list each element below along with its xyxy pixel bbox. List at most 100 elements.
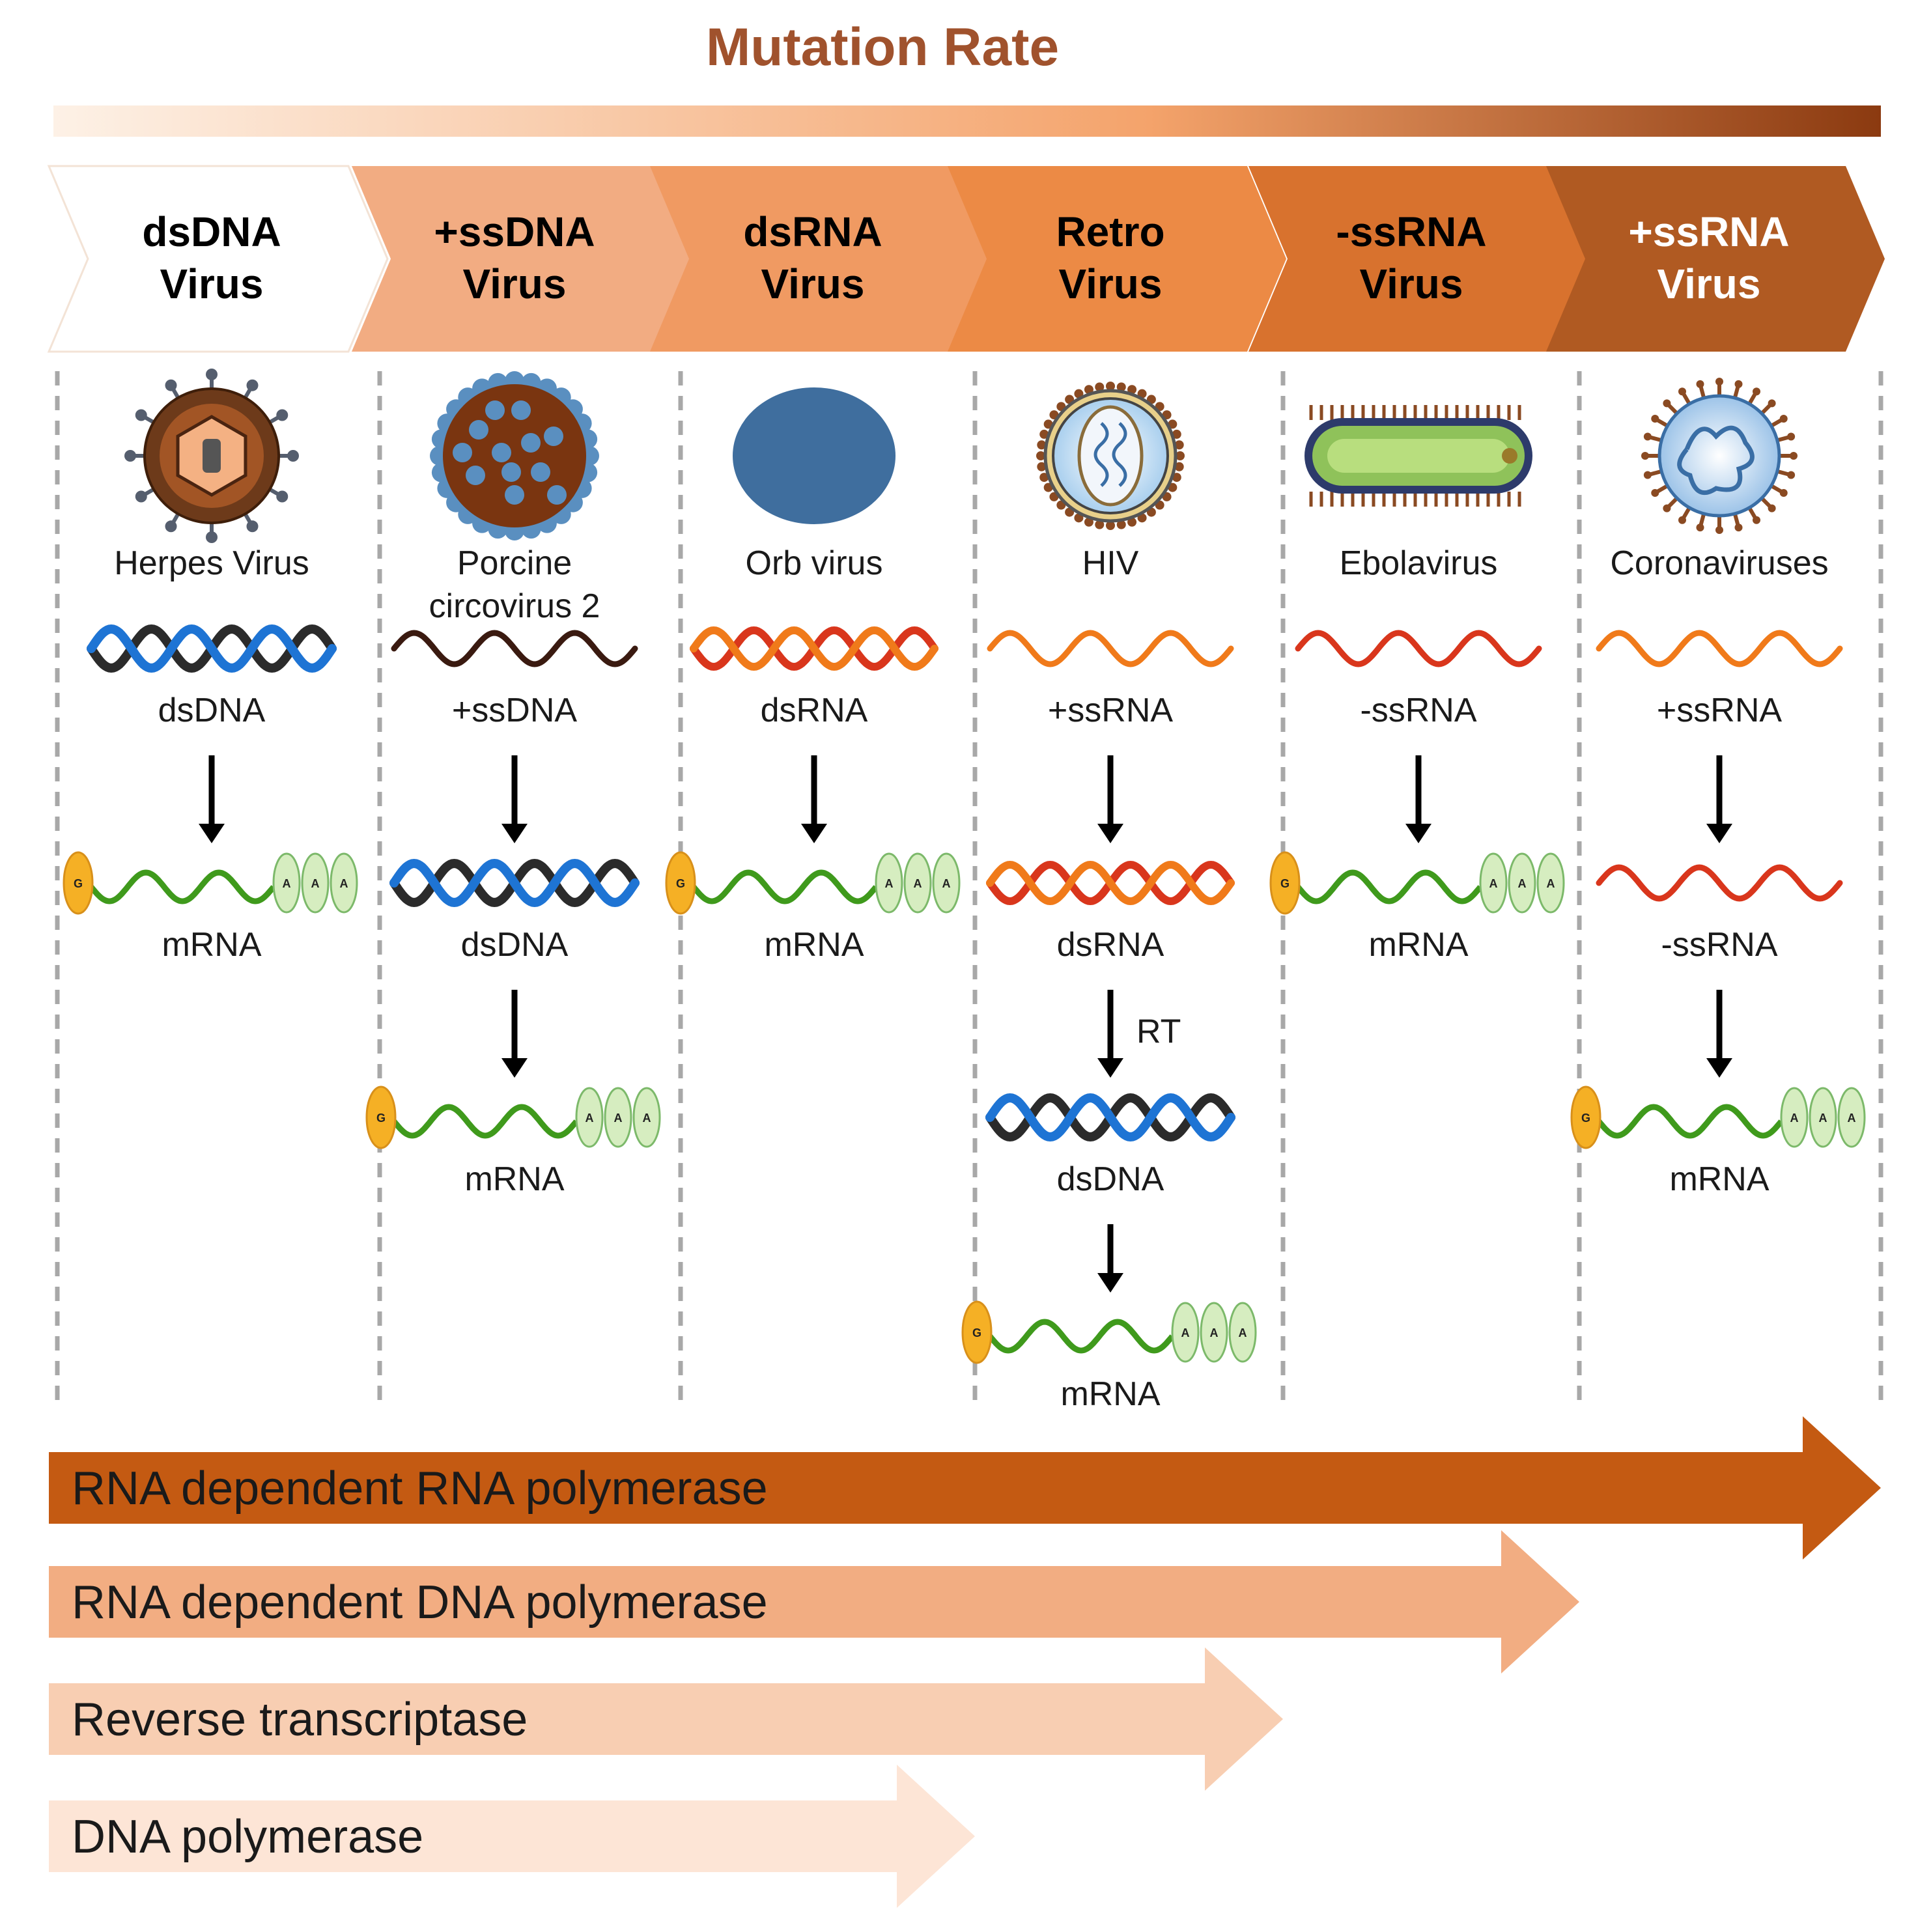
arrowhead xyxy=(1097,1273,1123,1293)
virus-name-label: circovirus 2 xyxy=(429,587,600,625)
chevron-1: dsDNA Virus xyxy=(47,165,389,353)
chevron-label: Virus xyxy=(1657,260,1761,307)
hiv-icon xyxy=(1036,382,1185,530)
polymerase-label: Reverse transcriptase xyxy=(72,1694,528,1746)
ssrna_orange-icon xyxy=(1596,630,1843,667)
svg-text:G: G xyxy=(972,1326,981,1339)
ssrna_orange-icon xyxy=(987,630,1234,667)
ssrna_red-icon xyxy=(1596,864,1843,902)
molecule-label: dsDNA xyxy=(158,692,266,729)
svg-text:A: A xyxy=(1181,1326,1190,1339)
svg-text:A: A xyxy=(614,1112,623,1125)
arrowhead xyxy=(1097,824,1123,843)
virus-name-label: Porcine xyxy=(457,544,572,582)
svg-text:G: G xyxy=(676,877,685,890)
molecule-label: dsRNA xyxy=(761,692,868,729)
virus-name-label: HIV xyxy=(1082,544,1139,582)
chevron-label: Virus xyxy=(1059,260,1163,307)
chevron-label: Virus xyxy=(160,260,264,307)
polymerase-arrow-2: RNA dependent DNA polymerase xyxy=(49,1530,1579,1673)
arrowhead xyxy=(1097,1058,1123,1078)
arrowhead xyxy=(501,1058,528,1078)
dsdna-icon xyxy=(87,624,337,673)
ssdna-icon xyxy=(391,630,638,667)
svg-text:A: A xyxy=(643,1112,651,1125)
virus-name-label: Coronaviruses xyxy=(1610,544,1828,582)
svg-text:A: A xyxy=(1848,1112,1856,1125)
polymerase-arrow-3: Reverse transcriptase xyxy=(49,1647,1283,1791)
arrowhead xyxy=(199,824,225,843)
svg-text:A: A xyxy=(1489,877,1498,890)
molecule-label: +ssRNA xyxy=(1657,692,1782,729)
molecule-label: mRNA xyxy=(464,1160,564,1198)
svg-text:G: G xyxy=(74,877,83,890)
arrowhead xyxy=(501,824,528,843)
molecule-label: dsRNA xyxy=(1057,926,1164,964)
svg-text:G: G xyxy=(1280,877,1290,890)
enzyme-label: RT xyxy=(1136,1013,1181,1051)
polymerase-label: DNA polymerase xyxy=(72,1811,423,1863)
molecule-label: -ssRNA xyxy=(1360,692,1476,729)
orbivirus-icon xyxy=(733,387,896,524)
molecule-label: mRNA xyxy=(764,926,864,964)
svg-text:A: A xyxy=(340,877,348,890)
molecule-label: mRNA xyxy=(162,926,261,964)
chevron-label: Virus xyxy=(1360,260,1463,307)
dsrna-icon xyxy=(690,626,938,671)
svg-text:A: A xyxy=(914,877,922,890)
svg-text:A: A xyxy=(1547,877,1555,890)
chevron-label: dsDNA xyxy=(142,208,281,255)
dsrna-icon xyxy=(986,860,1235,906)
polymerase-label: RNA dependent RNA polymerase xyxy=(72,1463,768,1515)
coronavirus-icon xyxy=(1641,378,1798,534)
arrowhead xyxy=(1706,824,1732,843)
molecule-label: +ssRNA xyxy=(1048,692,1173,729)
herpes-virus-icon xyxy=(124,369,299,543)
molecule-label: mRNA xyxy=(1060,1375,1160,1413)
chevron-label: dsRNA xyxy=(743,208,882,255)
dsdna-icon xyxy=(389,858,640,908)
virus-name-label: Ebolavirus xyxy=(1340,544,1498,582)
mutation-rate-gradient-bar xyxy=(53,105,1881,137)
molecule-label: dsDNA xyxy=(461,926,569,964)
polymerase-arrow-1: RNA dependent RNA polymerase xyxy=(49,1416,1881,1560)
circovirus-icon xyxy=(430,371,599,540)
dsdna-icon xyxy=(985,1093,1235,1142)
virus-name-label: Herpes Virus xyxy=(114,544,309,582)
chevron-label: Virus xyxy=(463,260,567,307)
polymerase-label: RNA dependent DNA polymerase xyxy=(72,1576,768,1629)
virus-illustrations xyxy=(124,369,1798,543)
svg-text:A: A xyxy=(1790,1112,1799,1125)
virus-name-label: Orb virus xyxy=(746,544,883,582)
svg-text:G: G xyxy=(376,1112,386,1125)
svg-text:A: A xyxy=(1819,1112,1827,1125)
mutation-rate-title: Mutation Rate xyxy=(706,18,1059,77)
arrowhead xyxy=(1405,824,1431,843)
arrowhead xyxy=(1706,1058,1732,1078)
chevron-label: +ssRNA xyxy=(1628,208,1789,255)
chevron-label: Retro xyxy=(1056,208,1164,255)
svg-text:A: A xyxy=(1239,1326,1247,1339)
virus-type-header-row: dsDNAVirus+ssDNAVirusdsRNAVirusRetroViru… xyxy=(47,165,1885,353)
molecule-label: -ssRNA xyxy=(1661,926,1777,964)
molecule-label: mRNA xyxy=(1669,1160,1769,1198)
ssrna_red-icon xyxy=(1295,630,1542,667)
molecule-label: dsDNA xyxy=(1057,1160,1164,1198)
svg-text:A: A xyxy=(1210,1326,1219,1339)
